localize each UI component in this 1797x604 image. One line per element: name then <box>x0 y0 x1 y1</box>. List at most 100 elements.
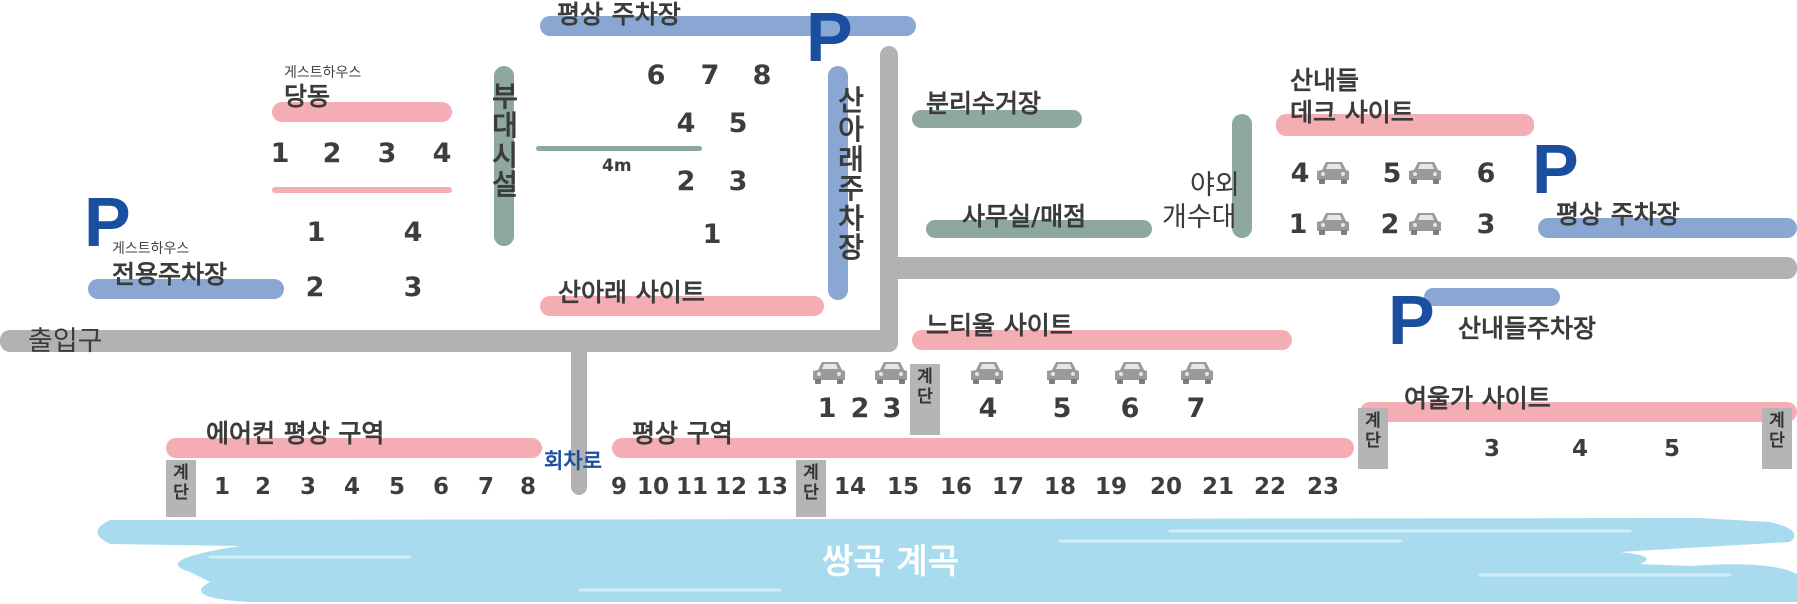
deck-site-number: 1 <box>1288 209 1308 240</box>
yeoulga-bar <box>1360 402 1797 422</box>
road-main-left <box>0 330 898 352</box>
dangdong-room: 2 <box>322 138 342 169</box>
stream-shape <box>97 518 1797 602</box>
sanarae-site-number: 4 <box>676 108 696 139</box>
stairs-label: 계단 <box>173 463 189 504</box>
neutiul-bar <box>912 330 1292 350</box>
sanarae-parking-char: 래 <box>838 142 864 176</box>
sanarae-parking-label: 산 아 래 주 차 장 <box>836 84 866 264</box>
budae-char: 설 <box>492 168 518 202</box>
parking-p-icon: P <box>806 0 853 76</box>
recycling-bar <box>912 110 1082 128</box>
sannaedeul-parking-label: 산내들주차장 <box>1458 314 1597 343</box>
stairs-label: 계단 <box>1365 411 1381 452</box>
road-main-right <box>880 257 1797 279</box>
sink-label-line1: 야외 <box>1190 170 1240 201</box>
parking-p-icon: P <box>84 183 131 261</box>
dangdong-room: 1 <box>270 138 290 169</box>
road-vertical-center <box>880 46 898 352</box>
neutiul-site-number: 5 <box>1052 393 1072 424</box>
guesthouse-parking-sublabel: 게스트하우스 <box>112 241 190 257</box>
right-parking-bar <box>1538 218 1797 238</box>
sanarae-site-number: 7 <box>700 60 720 91</box>
deck-site-number: 4 <box>1290 158 1310 189</box>
sanarae-parking-char: 주 <box>838 172 864 206</box>
dangdong-room: 4 <box>432 138 452 169</box>
sannaedeul-title-line2: 데크 사이트 <box>1290 98 1414 127</box>
sanarae-site-number: 2 <box>676 166 696 197</box>
sanarae-parking-char: 산 <box>838 84 864 117</box>
sanarae-site-number: 6 <box>646 60 666 91</box>
sanarae-site-bar <box>540 296 824 316</box>
sink-label-line2: 개수대 <box>1162 202 1237 233</box>
sanarae-parking-bar <box>828 66 848 300</box>
stairs-label: 계단 <box>1769 411 1785 452</box>
dangdong-sublabel: 게스트하우스 <box>284 65 362 81</box>
aircon-stairs: 계단 <box>166 460 196 517</box>
parking-p-icon: P <box>1388 281 1435 359</box>
deck-site-number: 6 <box>1476 158 1496 189</box>
top-parking-label: 평상 주차장 <box>557 0 681 29</box>
yeoulga-site-number: 5 <box>1663 436 1681 462</box>
dangdong-room: 2 <box>305 272 325 303</box>
distance-line <box>536 146 702 151</box>
neutiul-site-number: 7 <box>1186 393 1206 424</box>
sannaedeul-parking-bar <box>1424 288 1560 306</box>
stairs-label: 계단 <box>803 463 819 504</box>
pyeongsang-stairs: 계단 <box>796 460 826 517</box>
dangdong-room: 1 <box>306 217 326 248</box>
road-turnaround <box>571 345 587 495</box>
sanarae-site-number: 8 <box>752 60 772 91</box>
yeoulga-site-number: 3 <box>1483 436 1501 462</box>
neutiul-site-number: 2 <box>850 393 870 424</box>
yeoulga-site-number: 4 <box>1571 436 1589 462</box>
budae-char: 시 <box>492 138 518 172</box>
office-bar <box>926 220 1152 238</box>
sanarae-parking-char: 차 <box>838 201 864 235</box>
dangdong-room: 3 <box>403 272 423 303</box>
stream-title: 쌍곡 계곡 <box>822 542 959 582</box>
sanarae-parking-char: 아 <box>838 113 864 147</box>
dangdong-bar <box>272 102 452 122</box>
pyeongsang-title: 평상 구역 <box>632 419 733 448</box>
turnaround-label: 회차로 <box>544 449 602 473</box>
stairs-label: 계단 <box>917 367 933 408</box>
neutiul-site-number: 1 <box>817 393 837 424</box>
top-parking-bar <box>540 16 916 36</box>
aircon-bar <box>166 438 542 458</box>
sanarae-site-number: 3 <box>728 166 748 197</box>
neutiul-stairs: 계단 <box>910 364 940 435</box>
sannaedeul-title-line1: 산내들 <box>1290 66 1360 95</box>
guesthouse-parking-bar <box>88 279 284 299</box>
sanarae-parking-char: 장 <box>838 230 864 264</box>
dangdong-room: 3 <box>377 138 397 169</box>
recycling-label: 분리수거장 <box>926 89 1042 118</box>
budae-char: 대 <box>492 109 518 143</box>
deck-site-number: 3 <box>1476 209 1496 240</box>
dangdong-divider <box>272 187 452 193</box>
neutiul-site-number: 4 <box>978 393 998 424</box>
pyeongsang-bar <box>612 438 1354 458</box>
sink-bar <box>1232 114 1252 238</box>
sanarae-site-number: 5 <box>728 108 748 139</box>
budae-char: 부 <box>492 80 518 113</box>
budae-label: 부 대 시 설 <box>490 82 520 200</box>
right-parking-label: 평상 주차장 <box>1556 200 1680 229</box>
yeoulga-stairs-left: 계단 <box>1358 408 1388 469</box>
sanarae-site-title: 산아래 사이트 <box>558 278 705 307</box>
deck-site-number: 2 <box>1380 209 1400 240</box>
budae-bar <box>494 66 514 246</box>
entrance-label: 출입구 <box>28 326 103 357</box>
parking-p-icon: P <box>1532 130 1579 208</box>
yeoulga-stairs-right: 계단 <box>1762 408 1792 469</box>
neutiul-site-number: 3 <box>882 393 902 424</box>
aircon-title: 에어컨 평상 구역 <box>206 419 385 448</box>
sannaedeul-bar <box>1276 114 1534 136</box>
office-label: 사무실/매점 <box>962 202 1087 231</box>
dangdong-room: 4 <box>403 217 423 248</box>
neutiul-site-number: 6 <box>1120 393 1140 424</box>
guesthouse-parking-label: 전용주차장 <box>112 260 228 289</box>
yeoulga-title: 여울가 사이트 <box>1404 384 1551 413</box>
neutiul-title: 느티울 사이트 <box>926 311 1073 340</box>
